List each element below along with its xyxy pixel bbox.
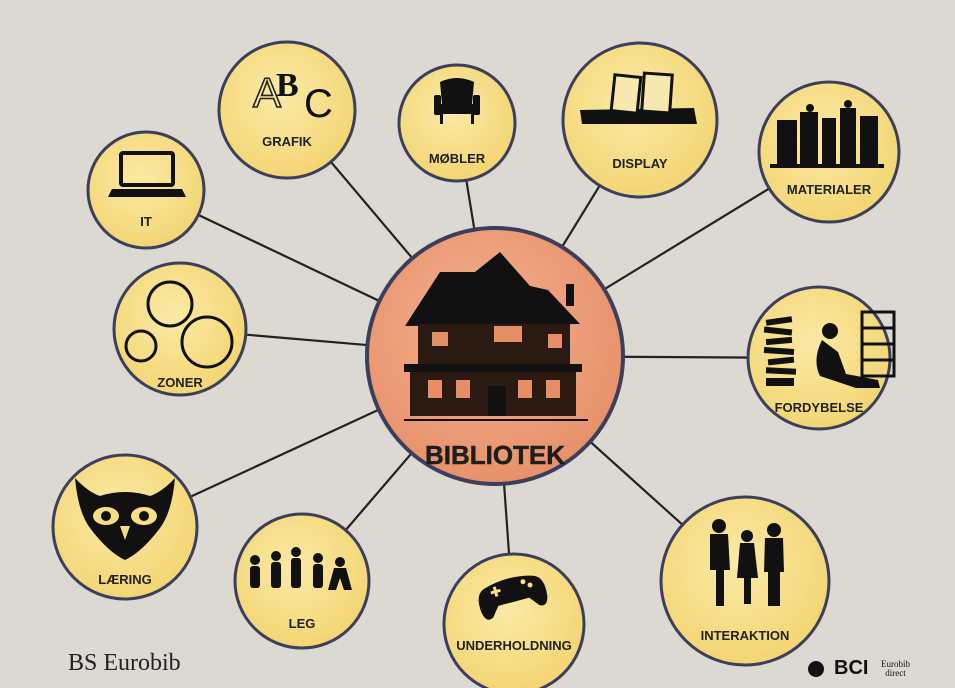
display-shelf-icon <box>580 71 697 124</box>
letter-b-icon: B <box>276 67 299 104</box>
node-zoner-label: ZONER <box>157 375 203 390</box>
children-playing-icon <box>250 547 352 590</box>
node-it-label: IT <box>140 214 152 229</box>
hub-bibliotek: BIBLIOTEK <box>365 226 625 486</box>
node-interaktion: INTERAKTION <box>659 495 831 667</box>
hub-label: BIBLIOTEK <box>425 440 565 470</box>
footer-partner-logos: BCI Eurobib direct <box>808 657 912 680</box>
node-zoner: ZONER <box>112 261 248 397</box>
node-fordybelse-label: FORDYBELSE <box>775 400 864 415</box>
node-mobler: MØBLER <box>397 63 517 183</box>
eurobib-direct-logo: Eurobib direct <box>880 658 910 678</box>
node-grafik: A B C GRAFIK <box>217 40 357 180</box>
node-underholdning-circle <box>442 552 586 688</box>
node-display: DISPLAY <box>561 41 719 199</box>
node-mobler-circle <box>397 63 517 183</box>
laptop-icon <box>108 151 186 197</box>
node-materialer: MATERIALER <box>757 80 901 224</box>
node-display-label: DISPLAY <box>612 156 667 171</box>
node-leg-label: LEG <box>289 616 316 631</box>
reading-person-icon <box>763 310 896 388</box>
people-talking-icon <box>710 519 784 606</box>
node-materialer-label: MATERIALER <box>787 182 872 197</box>
node-leg: LEG <box>233 512 371 650</box>
armchair-icon <box>434 78 480 124</box>
node-interaktion-label: INTERAKTION <box>701 628 790 643</box>
footer-brand-logo: BS Eurobib <box>68 650 181 676</box>
game-controller-icon <box>478 575 548 620</box>
letter-c-icon: C <box>304 82 333 126</box>
node-it: IT <box>86 130 206 250</box>
node-underholdning: UNDERHOLDNING <box>442 552 586 688</box>
node-grafik-circle <box>217 40 357 180</box>
bci-dot-icon <box>808 660 824 677</box>
bookshelves-people-icon <box>770 100 884 168</box>
bci-logo-text: BCI <box>834 657 869 679</box>
node-grafik-label: GRAFIK <box>262 134 312 149</box>
node-laering: LÆRING <box>51 453 199 601</box>
node-leg-circle <box>233 512 371 650</box>
owl-icon <box>75 478 175 560</box>
letter-a-icon: A <box>253 69 281 116</box>
zones-circles-icon <box>124 280 234 369</box>
node-laering-label: LÆRING <box>98 572 151 587</box>
node-underholdning-label: UNDERHOLDNING <box>456 638 572 653</box>
node-fordybelse: FORDYBELSE <box>746 285 896 431</box>
node-zoner-circle <box>112 261 248 397</box>
node-mobler-label: MØBLER <box>429 151 486 166</box>
house-icon <box>404 252 588 421</box>
